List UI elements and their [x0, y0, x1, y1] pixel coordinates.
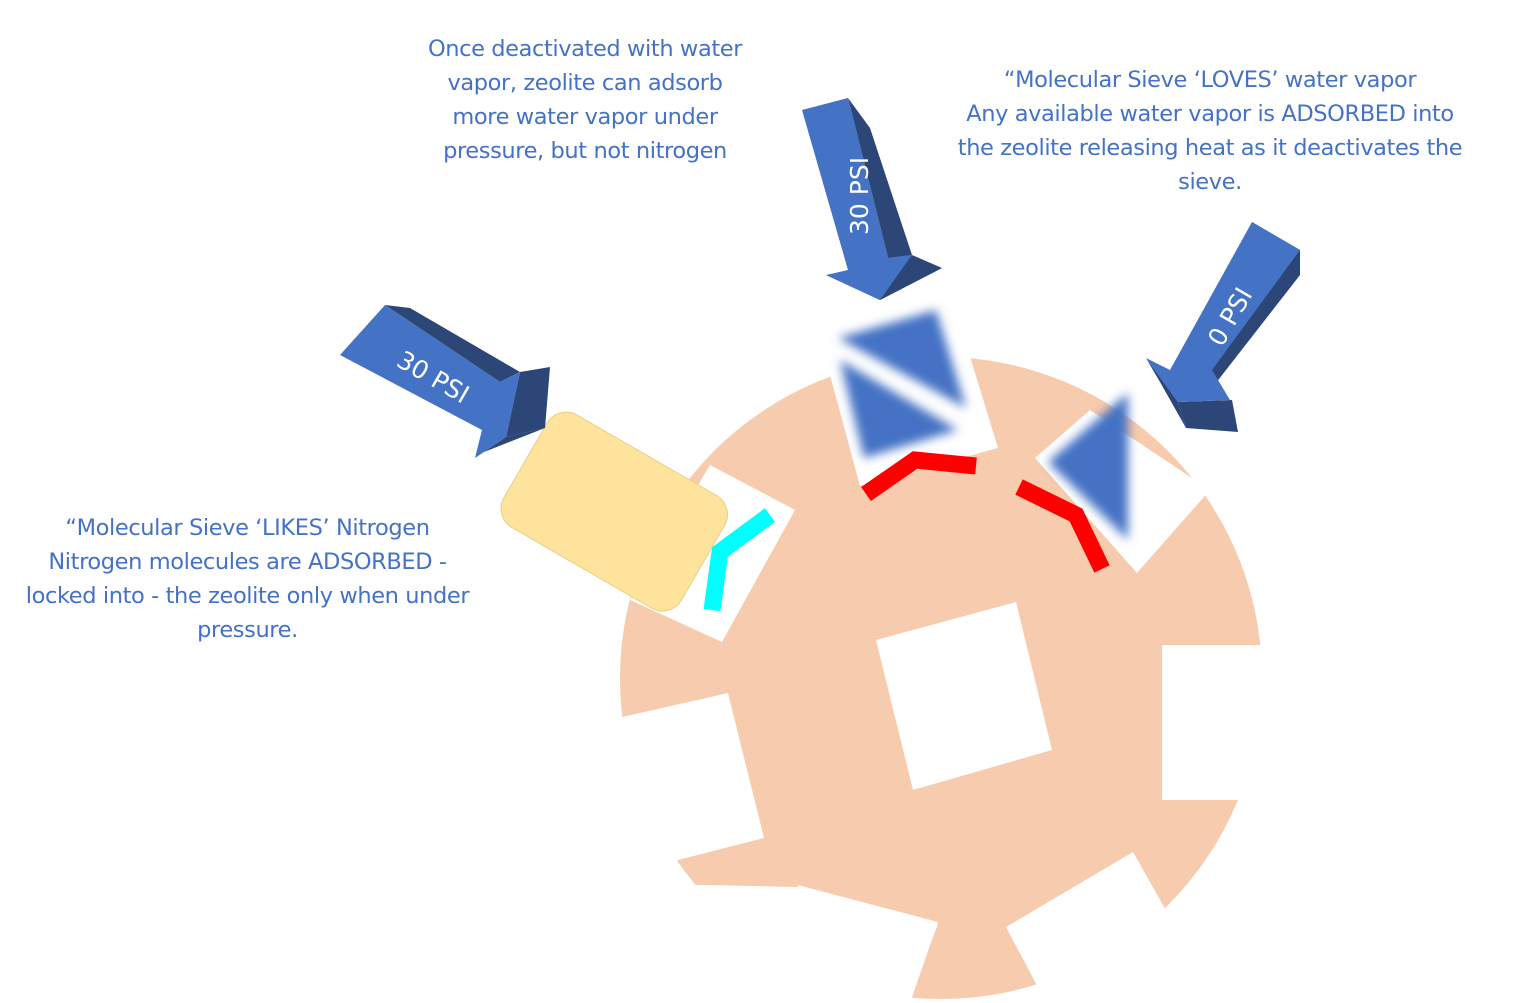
water-bond-right — [1015, 479, 1110, 573]
water-molecule-right — [1048, 393, 1128, 540]
water-molecule-top — [838, 310, 966, 458]
notch-bottom-left-gap — [775, 885, 938, 1003]
pressure-arrow-right: 0 PSI — [1146, 222, 1300, 432]
arrow-top-label: 30 PSI — [845, 157, 874, 235]
caption-line: Once deactivated with water — [427, 36, 743, 62]
notch-bottom-right — [1006, 852, 1180, 1003]
pressure-arrow-top: 30 PSI — [802, 98, 942, 300]
nitrogen-bond — [703, 508, 776, 612]
nitrogen-molecule-group — [500, 411, 776, 612]
caption-line: sieve. — [1178, 169, 1242, 195]
caption-left: “Molecular Sieve ‘LIKES’ Nitrogen Nitrog… — [0, 511, 495, 647]
caption-line: the zeolite releasing heat as it deactiv… — [957, 135, 1463, 161]
water-bond-top — [861, 451, 977, 501]
zeolite-disc — [600, 340, 1272, 1003]
pressure-arrow-left: 30 PSI — [340, 305, 550, 458]
caption-line: Nitrogen molecules are ADSORBED - — [48, 549, 447, 575]
caption-line: “Molecular Sieve ‘LOVES’ water vapor — [1003, 67, 1417, 93]
caption-line: locked into - the zeolite only when unde… — [25, 583, 470, 609]
caption-line: “Molecular Sieve ‘LIKES’ Nitrogen — [65, 515, 430, 541]
caption-line: more water vapor under — [452, 104, 718, 130]
caption-top-right: “Molecular Sieve ‘LOVES’ water vapor Any… — [930, 63, 1490, 199]
caption-line: pressure. — [197, 617, 298, 643]
notch-right — [1162, 645, 1272, 800]
caption-top-center: Once deactivated with water vapor, zeoli… — [410, 32, 760, 168]
central-pore — [876, 602, 1052, 790]
notch-left — [600, 693, 764, 880]
nitrogen-molecule — [500, 411, 728, 612]
caption-line: vapor, zeolite can adsorb — [447, 70, 723, 96]
caption-line: Any available water vapor is ADSORBED in… — [966, 101, 1454, 127]
caption-line: pressure, but not nitrogen — [443, 138, 727, 164]
